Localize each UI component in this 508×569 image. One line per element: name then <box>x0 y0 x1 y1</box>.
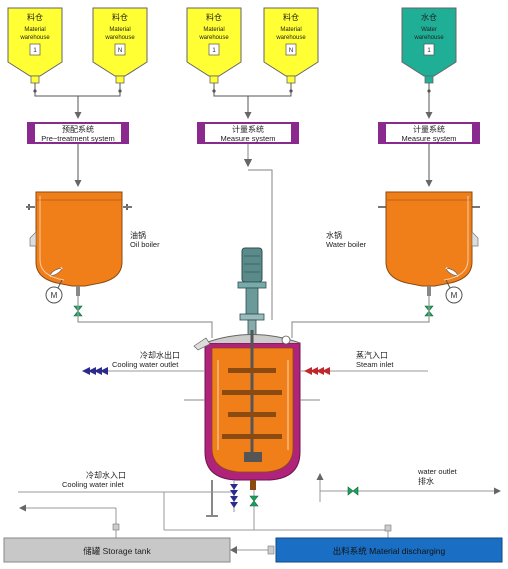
system-pretreatment: 预配系统 Pre−treatment system <box>27 122 129 144</box>
water-boiler-en: Water boiler <box>326 240 367 249</box>
water-boiler: M 水锅 Water boiler <box>326 191 480 304</box>
hopper-4-en2: warehouse <box>275 35 306 41</box>
system-measure-1: 计量系统 Measure system <box>197 122 299 144</box>
storage-arrow-icon <box>230 546 237 554</box>
water-outlet-valve-icon <box>347 486 359 496</box>
system-measure-2: 计量系统 Measure system <box>378 122 480 144</box>
hopper-material-4: 料仓 Material warehouse N <box>263 7 319 84</box>
boiler-reactor-pipes <box>77 296 430 338</box>
reactor-discharge-pipes <box>19 490 392 538</box>
discharge-system: 出料系统 Material discharging <box>275 537 503 563</box>
steam-arrow-icon <box>304 367 330 375</box>
agitator-blades <box>222 368 282 462</box>
hopper-2-num: N <box>118 48 122 54</box>
motor-symbol-2: M <box>451 291 458 300</box>
hopper-5-cn: 水仓 <box>421 12 437 22</box>
hopper-water: 水仓 Water warehouse 1 <box>401 7 457 84</box>
storage-tank: 储罐 Storage tank <box>3 537 231 563</box>
storage-tank-label: 储罐 Storage tank <box>83 546 151 556</box>
system-3-en: Measure system <box>401 134 456 143</box>
motor-icon <box>445 286 463 304</box>
water-outlet: water outlet 排水 <box>316 467 501 502</box>
hopper-material-2: 料仓 Material warehouse N <box>92 7 148 84</box>
cooling-outlet-en: Cooling water outlet <box>112 360 179 369</box>
hopper-4-en1: Material <box>280 27 301 33</box>
hopper-1-en1: Material <box>24 27 45 33</box>
hopper-3-en1: Material <box>203 27 224 33</box>
hopper-5-en1: Water <box>421 27 437 33</box>
water-outlet-cn: 排水 <box>418 476 434 486</box>
system-1-en: Pre−treatment system <box>41 134 115 143</box>
hopper-material-3: 料仓 Material warehouse 1 <box>186 7 242 84</box>
cooling-water-inlet: 冷却水入口 Cooling water inlet <box>18 470 238 512</box>
cooling-outlet-cn: 冷却水出口 <box>140 350 180 360</box>
outlet-arrow-icon <box>82 367 108 375</box>
reactor-vessel <box>184 330 320 517</box>
hopper-3-en2: warehouse <box>198 35 229 41</box>
hopper-1-num: 1 <box>33 48 37 54</box>
hopper-1-cn: 料仓 <box>27 12 43 22</box>
hopper-2-en2: warehouse <box>104 35 135 41</box>
discharge-label: 出料系统 Material discharging <box>333 546 446 556</box>
hopper-5-num: 1 <box>427 48 431 54</box>
system-2-en: Measure system <box>220 134 275 143</box>
inlet-arrow-icon <box>230 484 238 508</box>
steam-inlet-en: Steam inlet <box>356 360 394 369</box>
oil-boiler: M 油锅 Oil boiler <box>26 191 160 304</box>
hopper-2-cn: 料仓 <box>112 12 128 22</box>
cooling-inlet-cn: 冷却水入口 <box>86 470 126 480</box>
oil-boiler-cn: 油锅 <box>130 230 146 240</box>
hopper-4-cn: 料仓 <box>283 12 299 22</box>
hopper-pipes <box>33 83 433 119</box>
system-2-cn: 计量系统 <box>232 124 264 134</box>
hopper-5-en2: warehouse <box>413 35 444 41</box>
hopper-1-en2: warehouse <box>19 35 50 41</box>
system-3-cn: 计量系统 <box>413 124 445 134</box>
steam-inlet: 蒸汽入口 Steam inlet <box>300 350 428 375</box>
system-pipes <box>74 144 433 320</box>
water-boiler-cn: 水锅 <box>326 230 342 240</box>
oil-boiler-en: Oil boiler <box>130 240 160 249</box>
hopper-4-num: N <box>289 48 293 54</box>
reactor-agitator-motor <box>237 247 267 337</box>
steam-inlet-cn: 蒸汽入口 <box>356 350 388 360</box>
hopper-2-en1: Material <box>109 27 130 33</box>
discharge-valve-icon <box>249 495 259 507</box>
hopper-3-num: 1 <box>212 48 216 54</box>
hopper-material-1: 料仓 Material warehouse 1 <box>7 7 63 84</box>
water-outlet-en: water outlet <box>417 467 458 476</box>
motor-icon <box>45 286 63 304</box>
system-1-cn: 预配系统 <box>62 124 94 134</box>
motor-symbol: M <box>51 291 58 300</box>
cooling-water-outlet: 冷却水出口 Cooling water outlet <box>82 350 205 375</box>
hopper-3-cn: 料仓 <box>206 12 222 22</box>
cooling-inlet-en: Cooling water inlet <box>62 480 125 489</box>
